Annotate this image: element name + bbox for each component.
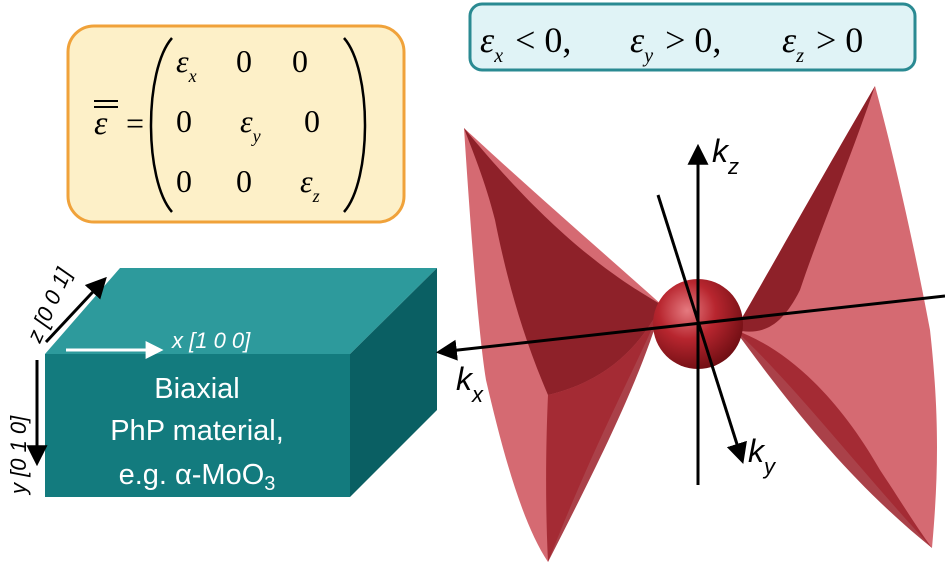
condition-term-x: εx< 0, [480, 20, 571, 67]
crystal-z-arrow [44, 276, 107, 344]
crystal-top-face [45, 268, 437, 354]
condition-term-z: εz> 0 [782, 20, 863, 67]
ky-label: ky [748, 433, 777, 479]
permittivity-tensor-box: ε = εx 0 0 0 εy 0 0 0 εz [66, 24, 406, 224]
matrix-r1c3: 0 [292, 43, 308, 79]
right-sheet-inner [735, 86, 875, 332]
crystal-y-label: y [0 1 0] [6, 415, 31, 496]
matrix-r3c2: 0 [236, 163, 252, 199]
tensor-box-frame [66, 24, 406, 224]
crystal-label-line1: Biaxial [154, 373, 239, 405]
crystal-front-face [45, 354, 350, 497]
kz-label: kz [712, 133, 739, 179]
matrix-right-paren [343, 37, 367, 213]
matrix-r2c3: 0 [304, 103, 320, 139]
crystal-side-face [350, 268, 437, 497]
crystal-label-line2: PhP material, [110, 415, 284, 447]
tensor-symbol: ε [94, 105, 108, 142]
matrix-r3c3: εz [300, 163, 320, 206]
right-sheet-lower [735, 330, 932, 548]
condition-term-y: εy> 0, [630, 20, 721, 67]
isofrequency-surface: kx kz ky [435, 86, 945, 562]
matrix-left-paren [149, 37, 173, 213]
crystal-label-line3: e.g. α-MoO3 [119, 459, 276, 495]
crystal-x-label: x [1 0 0] [171, 328, 251, 353]
kx-axis [435, 294, 945, 361]
matrix-r2c1: 0 [176, 103, 192, 139]
matrix-r3c1: 0 [176, 163, 192, 199]
matrix-r2c2: εy [240, 103, 261, 146]
matrix-r1c1: εx [176, 43, 197, 86]
condition-box-frame [468, 2, 917, 72]
crystal-block: x [1 0 0] z [0 0 1] y [0 1 0] Biaxial Ph… [6, 264, 437, 497]
right-sheet-outer [735, 86, 937, 548]
tensor-equals: = [126, 105, 144, 141]
left-sheet-lower [546, 305, 662, 562]
left-sheet-inner [464, 128, 662, 395]
kx-label: kx [456, 361, 484, 407]
matrix-r1c2: 0 [236, 43, 252, 79]
permittivity-condition-box: εx< 0, εy> 0, εz> 0 [468, 2, 917, 72]
ky-axis [656, 194, 747, 465]
